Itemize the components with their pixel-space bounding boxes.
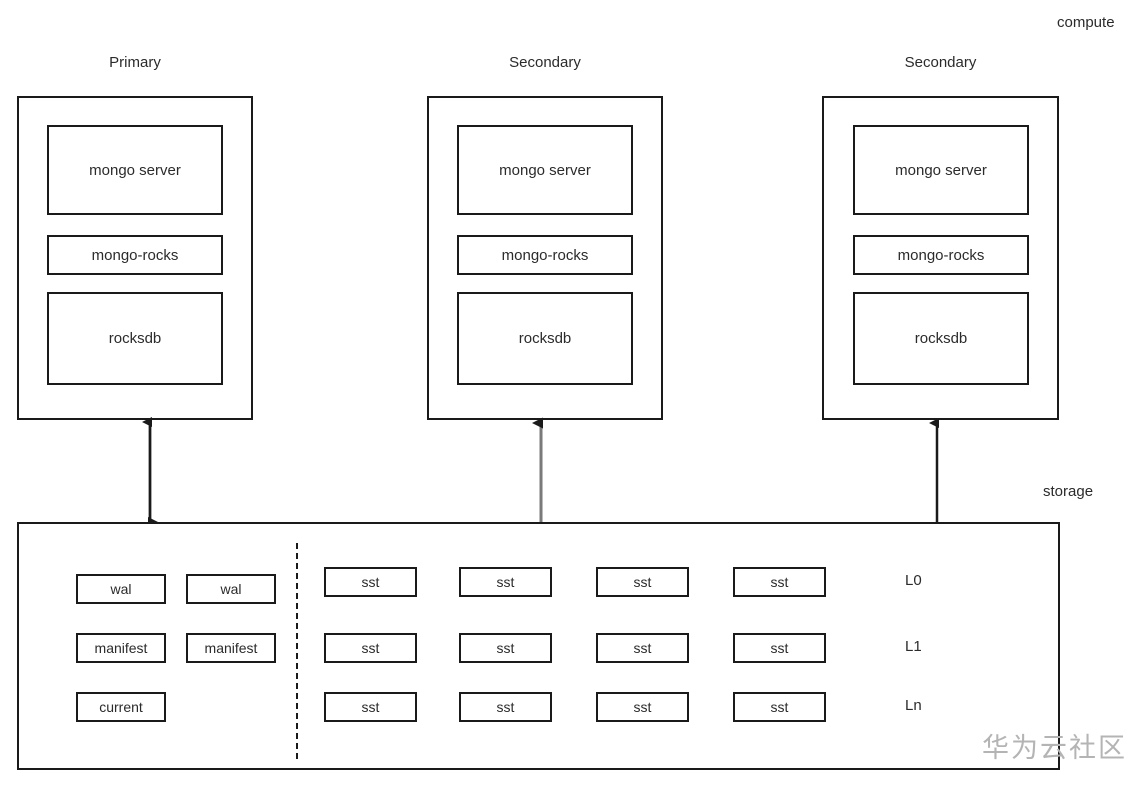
sst-box-l0[interactable]: sst (596, 567, 689, 597)
layer-rocksdb-secondary-2[interactable]: rocksdb (853, 292, 1029, 385)
layer-mongo-server-secondary-1[interactable]: mongo server (457, 125, 633, 215)
file-box-current[interactable]: current (76, 692, 166, 722)
connector-secondary-1-storage (532, 417, 543, 526)
node-title-secondary-2: Secondary (904, 54, 977, 71)
layer-mongo-server-secondary-2[interactable]: mongo server (853, 125, 1029, 215)
tier-label-storage: storage (1043, 483, 1094, 500)
compute-node-primary[interactable]: mongo server mongo-rocks rocksdb (17, 96, 253, 420)
sst-box-l0[interactable]: sst (733, 567, 826, 597)
layer-mongo-rocks-secondary-1[interactable]: mongo-rocks (457, 235, 633, 275)
sst-box-l1[interactable]: sst (324, 633, 417, 663)
level-label-l1: L1 (905, 638, 922, 655)
sst-box-l1[interactable]: sst (459, 633, 552, 663)
layer-mongo-server-primary[interactable]: mongo server (47, 125, 223, 215)
compute-node-secondary-1[interactable]: mongo server mongo-rocks rocksdb (427, 96, 663, 420)
sst-box-l0[interactable]: sst (459, 567, 552, 597)
compute-node-secondary-2[interactable]: mongo server mongo-rocks rocksdb (822, 96, 1059, 420)
watermark: 华为云社区 (982, 733, 1127, 764)
layer-mongo-rocks-secondary-2[interactable]: mongo-rocks (853, 235, 1029, 275)
layer-rocksdb-primary[interactable]: rocksdb (47, 292, 223, 385)
storage-divider (296, 543, 298, 759)
node-title-primary: Primary (109, 54, 161, 71)
sst-box-l0[interactable]: sst (324, 567, 417, 597)
layer-rocksdb-secondary-1[interactable]: rocksdb (457, 292, 633, 385)
level-label-l0: L0 (905, 572, 922, 589)
sst-box-ln[interactable]: sst (459, 692, 552, 722)
file-box-wal[interactable]: wal (186, 574, 276, 604)
node-title-secondary-1: Secondary (509, 54, 581, 71)
layer-mongo-rocks-primary[interactable]: mongo-rocks (47, 235, 223, 275)
file-box-wal[interactable]: wal (76, 574, 166, 604)
connector-primary-storage (142, 417, 158, 527)
sst-box-ln[interactable]: sst (324, 692, 417, 722)
connector-secondary-2-storage (929, 418, 939, 526)
sst-box-l1[interactable]: sst (733, 633, 826, 663)
sst-box-ln[interactable]: sst (733, 692, 826, 722)
sst-box-l1[interactable]: sst (596, 633, 689, 663)
file-box-manifest[interactable]: manifest (186, 633, 276, 663)
tier-label-compute: compute (1057, 14, 1115, 31)
level-label-ln: Ln (905, 697, 922, 714)
storage-container[interactable]: wal wal manifest manifest current sst ss… (17, 522, 1060, 770)
file-box-manifest[interactable]: manifest (76, 633, 166, 663)
sst-box-ln[interactable]: sst (596, 692, 689, 722)
